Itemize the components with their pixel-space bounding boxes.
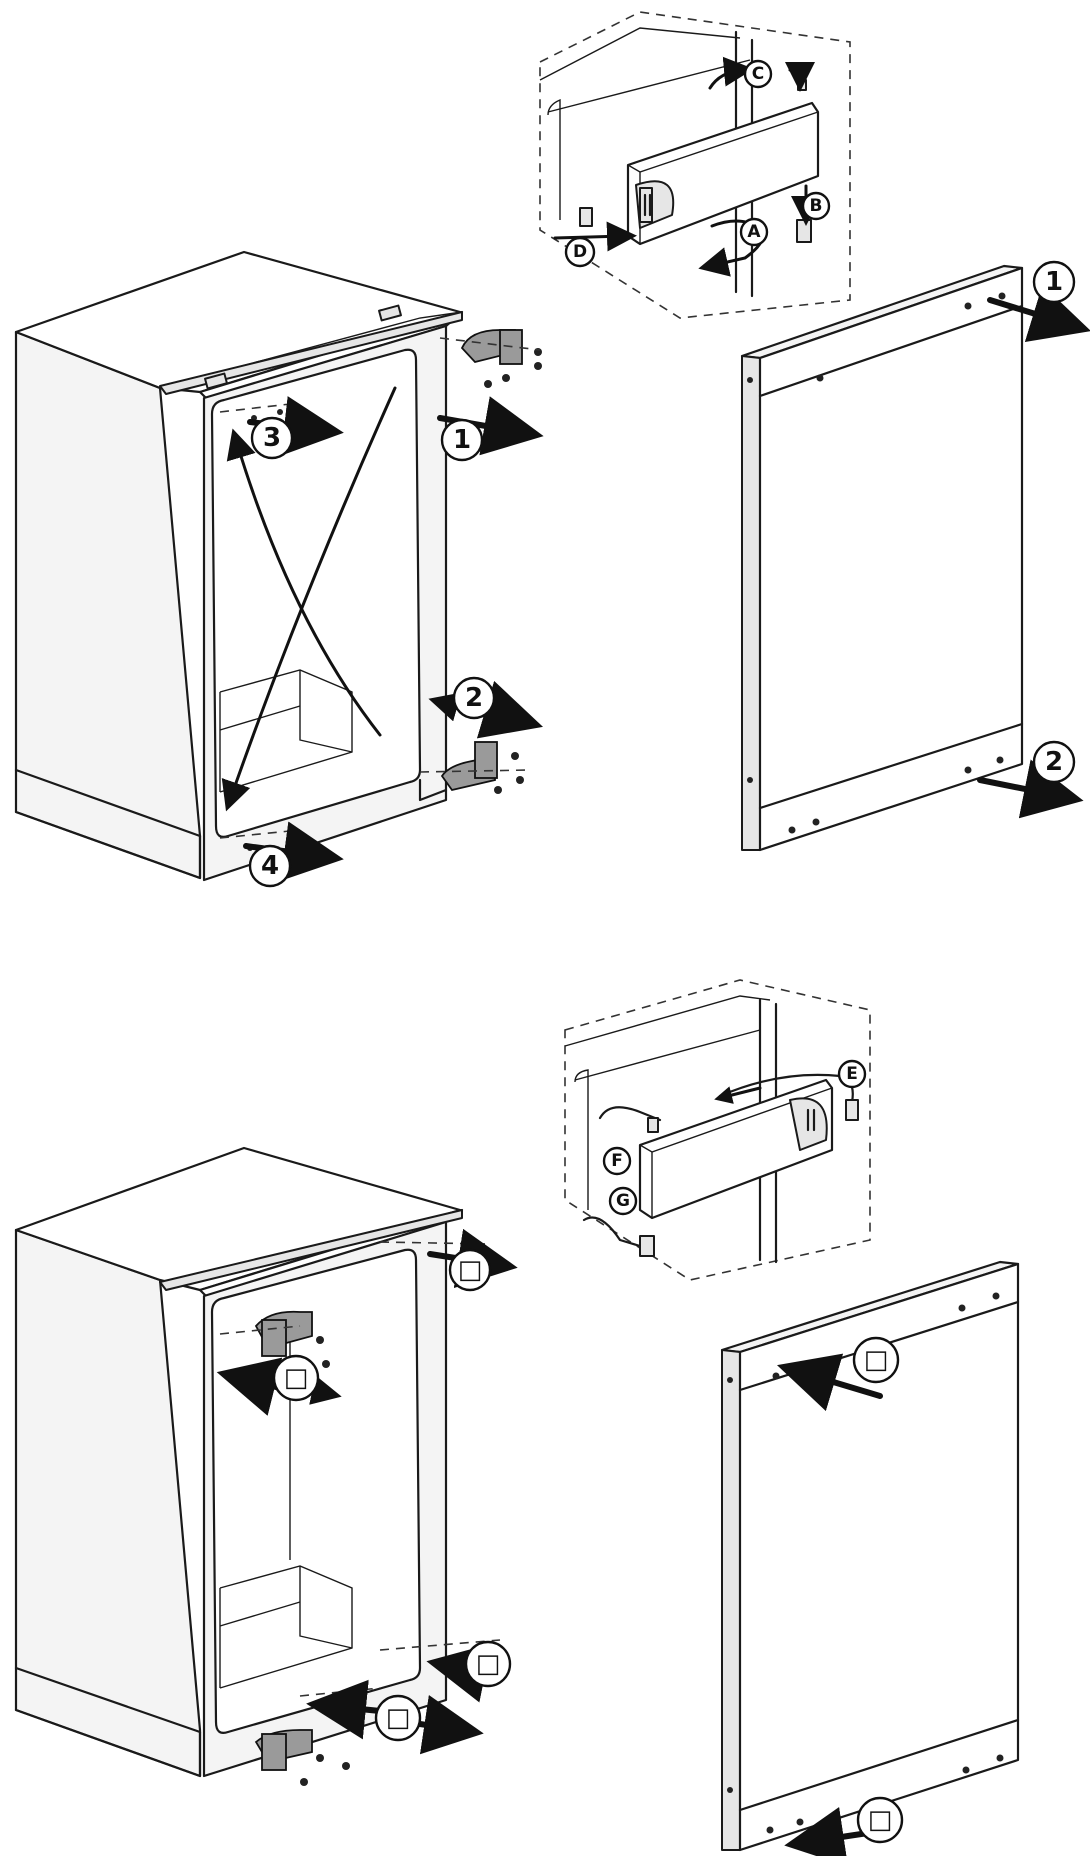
step-label-bottom-lower-right: □ [464,1640,512,1688]
svg-text:A: A [747,222,761,242]
door-label-2: 2 [1032,740,1076,784]
detail-label-b: B [801,191,831,221]
svg-text:□: □ [284,1363,309,1393]
handle-detail-bottom [564,979,871,1281]
svg-text:□: □ [868,1805,893,1835]
svg-text:1: 1 [1045,267,1063,297]
door-label-bottom-top: □ [852,1336,900,1384]
handle-detail-top [539,11,851,319]
svg-text:3: 3 [263,423,281,453]
appliance-cabinet-bottom [14,1146,518,1786]
door-label-bottom-lower: □ [856,1796,904,1844]
svg-text:F: F [611,1151,623,1171]
step-label-3: 3 [250,416,294,460]
detail-label-c: C [743,59,773,89]
svg-text:C: C [752,64,764,84]
svg-text:2: 2 [1045,747,1063,777]
detail-label-d: D [564,236,596,268]
svg-text:G: G [616,1191,630,1211]
svg-text:B: B [810,196,823,216]
detail-label-a: A [739,217,769,247]
step-label-1: 1 [440,418,484,462]
appliance-cabinet-top [14,250,544,882]
svg-text:□: □ [386,1703,411,1733]
svg-text:□: □ [864,1345,889,1375]
svg-text:E: E [846,1064,858,1084]
svg-text:4: 4 [261,851,279,881]
detail-label-g: G [608,1186,638,1216]
door-label-1: 1 [1032,260,1076,304]
detail-label-e: E [837,1059,867,1089]
step-label-bottom-lower-inner: □ [374,1694,422,1742]
step-label-4: 4 [248,844,292,888]
step-label-2: 2 [452,676,496,720]
svg-text:1: 1 [453,425,471,455]
furniture-door-bottom [720,1260,1020,1856]
detail-label-f: F [602,1146,632,1176]
furniture-door-top [740,264,1090,852]
svg-text:2: 2 [465,683,483,713]
step-label-bottom-top-inner: □ [272,1354,320,1402]
step-label-bottom-top-right: □ [448,1248,492,1292]
svg-text:D: D [573,242,587,262]
svg-text:□: □ [476,1649,501,1679]
svg-text:□: □ [458,1255,483,1285]
